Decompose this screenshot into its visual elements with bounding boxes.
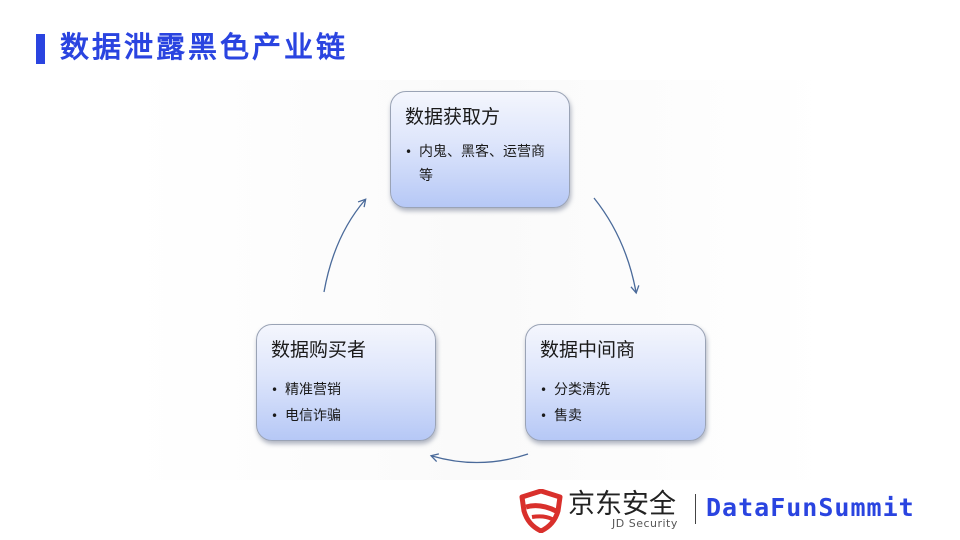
node-title: 数据中间商 [540,339,636,361]
node-item: 售卖 [540,403,691,429]
node-item: 分类清洗 [540,377,691,403]
page-title: 数据泄露黑色产业链 [60,30,349,64]
node-data-broker: 数据中间商 分类清洗 售卖 [525,324,706,441]
jd-security-en: JD Security [612,517,678,530]
node-data-buyer: 数据购买者 精准营销 电信诈骗 [256,324,436,441]
title-accent-bar [36,34,45,64]
node-data-acquirer: 数据获取方 内鬼、黑客、运营商等 [390,91,570,208]
jd-security-cn: 京东安全 [568,489,676,520]
node-item: 电信诈骗 [271,403,421,429]
jd-security-shield-icon [519,489,563,533]
node-title: 数据获取方 [405,106,501,128]
node-item-list: 内鬼、黑客、运营商等 [405,140,555,188]
node-title: 数据购买者 [271,339,367,361]
node-item: 精准营销 [271,377,421,403]
node-item-list: 精准营销 电信诈骗 [271,377,421,429]
logo-divider [695,494,696,524]
datafunsummit-logo: DataFunSummit [706,493,915,522]
node-item: 内鬼、黑客、运营商等 [405,140,555,188]
node-item-list: 分类清洗 售卖 [540,377,691,429]
